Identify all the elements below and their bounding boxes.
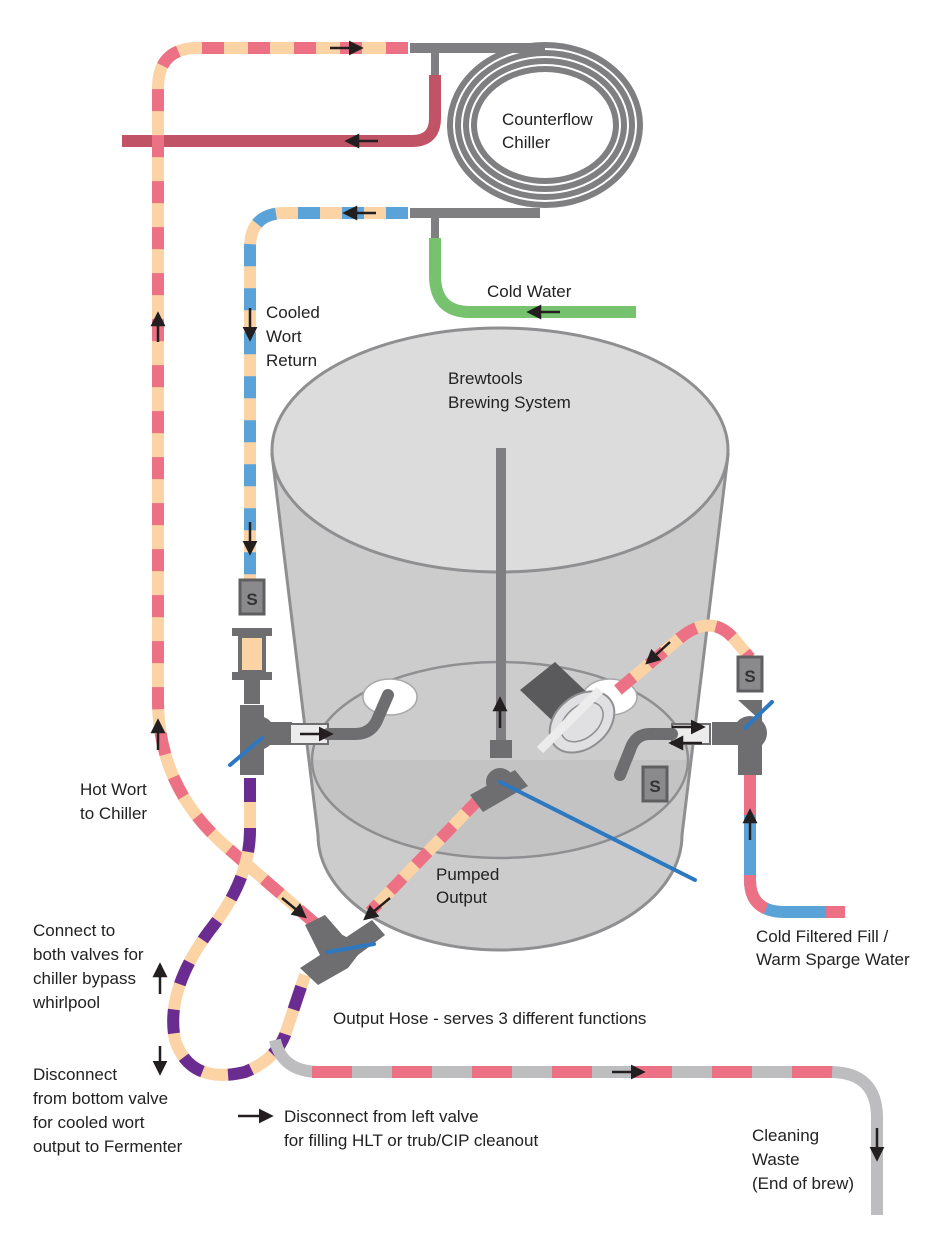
svg-text:Return: Return: [266, 351, 317, 370]
arrow-icon: [645, 641, 671, 665]
svg-text:Hot Wort: Hot Wort: [80, 780, 147, 799]
pump-loop-hose: [614, 619, 755, 695]
svg-text:Chiller: Chiller: [502, 133, 551, 152]
svg-text:Disconnect: Disconnect: [33, 1065, 117, 1084]
svg-text:from bottom valve: from bottom valve: [33, 1089, 168, 1108]
svg-text:S: S: [246, 590, 257, 609]
right-valve-handle[interactable]: [743, 700, 774, 730]
left-valve-handle[interactable]: [228, 736, 264, 767]
bottom-valve-hose: [167, 778, 311, 1081]
svg-text:Cold Filtered Fill /: Cold Filtered Fill /: [756, 927, 889, 946]
label-counterflow-chiller: Counterflow Chiller: [502, 110, 593, 152]
label-connect-both: Connect to both valves for chiller bypas…: [32, 921, 144, 1012]
pump: [520, 662, 616, 754]
label-brewing-system: Brewtools Brewing System: [448, 369, 571, 412]
label-pumped-output: Pumped Output: [436, 865, 499, 907]
label-cooled-wort-return: Cooled Wort Return: [266, 303, 320, 370]
label-cold-filtered-fill: Cold Filtered Fill / Warm Sparge Water: [756, 927, 910, 969]
svg-text:output to Fermenter: output to Fermenter: [33, 1137, 183, 1156]
svg-text:(End of brew): (End of brew): [752, 1174, 854, 1193]
svg-text:Wort: Wort: [266, 327, 302, 346]
svg-text:for filling HLT or trub/CIP cl: for filling HLT or trub/CIP cleanout: [284, 1131, 538, 1150]
svg-text:chiller bypass: chiller bypass: [33, 969, 136, 988]
label-disconnect-left: Disconnect from left valve for filling H…: [284, 1107, 538, 1150]
left-valve-assembly: [228, 628, 394, 775]
pump-valve-handle[interactable]: [498, 780, 697, 882]
svg-text:Brewtools: Brewtools: [448, 369, 523, 388]
label-cold-water: Cold Water: [487, 282, 572, 301]
hot-wort-hose: [152, 42, 408, 931]
svg-text:whirlpool: whirlpool: [32, 993, 100, 1012]
hot-water-outlet-pipe: [122, 75, 441, 147]
cold-filtered-fill-hose: [744, 775, 845, 918]
svg-text:both valves for: both valves for: [33, 945, 144, 964]
svg-text:S: S: [744, 667, 755, 686]
arrow-icon: [281, 897, 307, 919]
svg-text:Cooled: Cooled: [266, 303, 320, 322]
bottom-valve-handle[interactable]: [326, 942, 376, 954]
label-disconnect-bottom: Disconnect from bottom valve for cooled …: [33, 1065, 183, 1156]
arrow-icon: [363, 897, 391, 921]
svg-text:Warm Sparge Water: Warm Sparge Water: [756, 950, 910, 969]
svg-text:Connect to: Connect to: [33, 921, 115, 940]
svg-text:S: S: [649, 777, 660, 796]
svg-text:Output: Output: [436, 888, 487, 907]
svg-text:Counterflow: Counterflow: [502, 110, 593, 129]
pump-valve: [470, 740, 697, 882]
svg-text:Waste: Waste: [752, 1150, 800, 1169]
label-output-hose: Output Hose - serves 3 different functio…: [333, 1009, 646, 1028]
label-hot-wort: Hot Wort to Chiller: [80, 780, 147, 823]
flow-arrows: [150, 40, 885, 1162]
svg-text:for cooled wort: for cooled wort: [33, 1113, 145, 1132]
svg-text:to Chiller: to Chiller: [80, 804, 147, 823]
label-cleaning-waste: Cleaning Waste (End of brew): [752, 1126, 854, 1193]
brewing-vessel: [270, 326, 730, 952]
cold-water-pipe: [429, 238, 636, 318]
svg-text:Cleaning: Cleaning: [752, 1126, 819, 1145]
output-hose: [269, 1038, 883, 1215]
pumped-output-hose: [365, 795, 483, 917]
svg-text:Disconnect from left valve: Disconnect from left valve: [284, 1107, 479, 1126]
sensor-s-icon: S: [641, 765, 669, 803]
bottom-t-fitting: [300, 915, 385, 985]
svg-text:Pumped: Pumped: [436, 865, 499, 884]
svg-text:Brewing System: Brewing System: [448, 393, 571, 412]
sensor-s-icon: S: [238, 578, 266, 616]
cooled-wort-hose: [244, 207, 408, 580]
sensor-s-icon: S: [736, 655, 764, 693]
